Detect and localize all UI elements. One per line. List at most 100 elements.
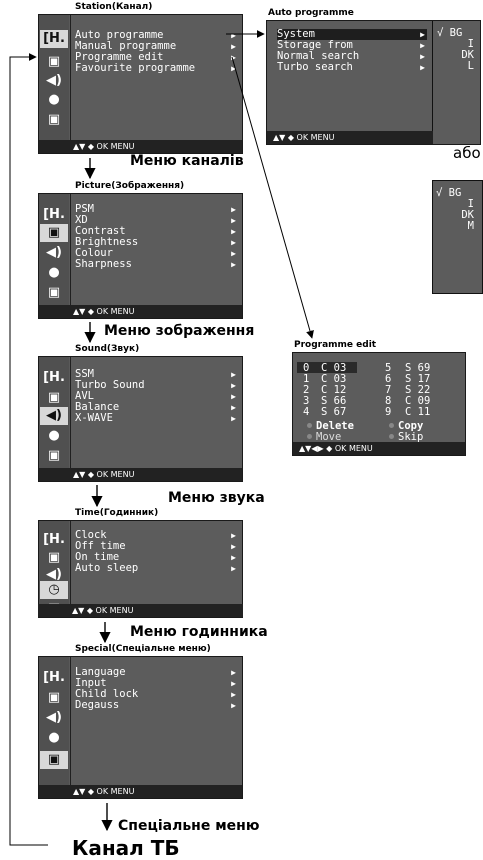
time-icon[interactable]: ● bbox=[48, 730, 60, 745]
time-menu: [H. ▣ ◀) ◷ ▣ Clock▶ Off time▶ On time▶ A… bbox=[38, 520, 243, 618]
channel-icon[interactable]: [H. bbox=[43, 370, 65, 385]
menu-item-storage-from[interactable]: Storage from▶ bbox=[277, 39, 425, 51]
menu-item-on-time[interactable]: On time▶ bbox=[75, 551, 236, 563]
menu-footer: ▲▼ ◆ OK MENU bbox=[39, 468, 242, 481]
picture-icon[interactable]: ▣ bbox=[47, 690, 61, 705]
menu-item-language[interactable]: Language▶ bbox=[75, 666, 236, 678]
menu-sidebar: [H. ▣ ◀) ● ▣ bbox=[39, 194, 69, 318]
picture-icon[interactable]: ▣ bbox=[40, 224, 68, 242]
standard-i[interactable]: I bbox=[467, 198, 474, 210]
menu-item-psm[interactable]: PSM▶ bbox=[75, 203, 236, 215]
programme-number: 2 bbox=[303, 384, 310, 396]
move-action[interactable]: Move bbox=[307, 431, 341, 443]
auto-programme-title: Auto programme bbox=[268, 8, 354, 18]
channel-icon[interactable]: [H. bbox=[40, 30, 68, 48]
menu-item-xd[interactable]: XD▶ bbox=[75, 214, 236, 226]
time-caption: Меню годинника bbox=[130, 624, 268, 640]
menu-footer: ▲▼ ◆ OK MENU bbox=[38, 604, 243, 617]
programme-number: 1 bbox=[303, 373, 310, 385]
picture-caption: Меню зображення bbox=[104, 323, 255, 339]
standard-bg[interactable]: √ BG bbox=[436, 187, 462, 199]
special-icon[interactable]: ▣ bbox=[47, 448, 61, 463]
menu-footer: ▲▼◀▶ ◆ OK MENU bbox=[293, 442, 465, 455]
programme-number: 8 bbox=[385, 395, 392, 407]
copy-action[interactable]: Copy bbox=[389, 420, 423, 432]
programme-number: 0 bbox=[303, 362, 310, 374]
menu-item-avl[interactable]: AVL▶ bbox=[75, 390, 236, 402]
menu-item-system[interactable]: System▶ bbox=[277, 28, 427, 40]
standard-dk[interactable]: DK bbox=[461, 209, 474, 221]
menu-item-manual-programme[interactable]: Manual programme▶ bbox=[75, 40, 236, 52]
sound-menu: [H. ▣ ◀) ● ▣ SSM▶ Turbo Sound▶ AVL▶ Bala… bbox=[38, 356, 243, 482]
skip-action[interactable]: Skip bbox=[389, 431, 423, 443]
standards-panel: √ BG I DK L bbox=[432, 21, 480, 144]
programme-channel: C 11 bbox=[405, 406, 431, 418]
time-icon[interactable]: ● bbox=[48, 92, 60, 107]
menu-item-child-lock[interactable]: Child lock▶ bbox=[75, 688, 236, 700]
menu-footer: ▲▼ ◆ OK MENU bbox=[267, 131, 433, 144]
special-menu: [H. ▣ ◀) ● ▣ Language▶ Input▶ Child lock… bbox=[38, 656, 243, 799]
sound-title: Sound(Звук) bbox=[75, 344, 140, 354]
menu-footer: ▲▼ ◆ OK MENU bbox=[39, 140, 242, 153]
menu-item-normal-search[interactable]: Normal search▶ bbox=[277, 50, 425, 62]
channel-icon[interactable]: [H. bbox=[43, 532, 65, 547]
programme-channel: C 03 bbox=[321, 373, 347, 385]
picture-icon[interactable]: ▣ bbox=[47, 550, 61, 565]
picture-menu: [H. ▣ ◀) ● ▣ PSM▶ XD▶ Contrast▶ Brightne… bbox=[38, 193, 243, 319]
delete-action[interactable]: Delete bbox=[307, 420, 354, 432]
menu-item-favourite-programme[interactable]: Favourite programme▶ bbox=[75, 62, 236, 74]
special-title: Special(Спеціальне меню) bbox=[75, 644, 211, 654]
time-icon[interactable]: ● bbox=[48, 428, 60, 443]
standard-l[interactable]: L bbox=[467, 60, 474, 72]
time-icon[interactable]: ● bbox=[48, 265, 60, 280]
menu-item-x-wave[interactable]: X-WAVE▶ bbox=[75, 412, 236, 424]
menu-sidebar: [H. ▣ ◀) ● ▣ bbox=[39, 15, 69, 153]
time-icon[interactable]: ◷ bbox=[40, 581, 68, 599]
sound-caption: Меню звука bbox=[168, 490, 265, 506]
sound-icon[interactable]: ◀) bbox=[46, 710, 62, 725]
menu-item-colour[interactable]: Colour▶ bbox=[75, 247, 236, 259]
menu-item-programme-edit[interactable]: Programme edit▶ bbox=[75, 51, 236, 63]
menu-item-auto-sleep[interactable]: Auto sleep▶ bbox=[75, 562, 236, 574]
menu-item-turbo-sound[interactable]: Turbo Sound▶ bbox=[75, 379, 236, 391]
sound-icon[interactable]: ◀) bbox=[46, 245, 62, 260]
menu-item-auto-programme[interactable]: Auto programme▶ bbox=[75, 29, 236, 41]
picture-icon[interactable]: ▣ bbox=[47, 390, 61, 405]
menu-item-turbo-search[interactable]: Turbo search▶ bbox=[277, 61, 425, 73]
menu-item-input[interactable]: Input▶ bbox=[75, 677, 236, 689]
programme-number: 4 bbox=[303, 406, 310, 418]
channel-icon[interactable]: [H. bbox=[43, 207, 65, 222]
menu-item-off-time[interactable]: Off time▶ bbox=[75, 540, 236, 552]
special-caption: Спеціальне меню bbox=[118, 818, 260, 834]
selected-programme-highlight bbox=[297, 362, 357, 373]
menu-item-balance[interactable]: Balance▶ bbox=[75, 401, 236, 413]
auto-programme-menu: System▶ Storage from▶ Normal search▶ Tur… bbox=[266, 20, 481, 145]
channel-icon[interactable]: [H. bbox=[43, 670, 65, 685]
standard-m[interactable]: M bbox=[467, 220, 474, 232]
special-icon[interactable]: ▣ bbox=[47, 285, 61, 300]
menu-footer: ▲▼ ◆ OK MENU bbox=[39, 305, 242, 318]
sound-icon[interactable]: ◀) bbox=[46, 567, 62, 582]
special-icon[interactable]: ▣ bbox=[47, 112, 61, 127]
picture-title: Picture(Зображення) bbox=[75, 181, 185, 191]
menu-item-clock[interactable]: Clock▶ bbox=[75, 529, 236, 541]
menu-item-ssm[interactable]: SSM▶ bbox=[75, 368, 236, 380]
standard-dk[interactable]: DK bbox=[461, 49, 474, 61]
menu-item-contrast[interactable]: Contrast▶ bbox=[75, 225, 236, 237]
station-menu: [H. ▣ ◀) ● ▣ Auto programme▶ Manual prog… bbox=[38, 14, 243, 154]
menu-item-brightness[interactable]: Brightness▶ bbox=[75, 236, 236, 248]
station-title: Station(Канал) bbox=[75, 2, 153, 12]
programme-channel: S 67 bbox=[321, 406, 347, 418]
menu-item-sharpness[interactable]: Sharpness▶ bbox=[75, 258, 236, 270]
programme-number: 3 bbox=[303, 395, 310, 407]
sound-icon[interactable]: ◀) bbox=[40, 407, 68, 425]
programme-edit-title: Programme edit bbox=[294, 340, 377, 350]
menu-item-degauss[interactable]: Degauss▶ bbox=[75, 699, 236, 711]
standard-i[interactable]: I bbox=[467, 38, 474, 50]
programme-channel: S 22 bbox=[405, 384, 431, 396]
picture-icon[interactable]: ▣ bbox=[47, 54, 61, 69]
sound-icon[interactable]: ◀) bbox=[46, 73, 62, 88]
special-icon[interactable]: ▣ bbox=[40, 751, 68, 769]
standard-bg[interactable]: √ BG bbox=[437, 27, 463, 39]
